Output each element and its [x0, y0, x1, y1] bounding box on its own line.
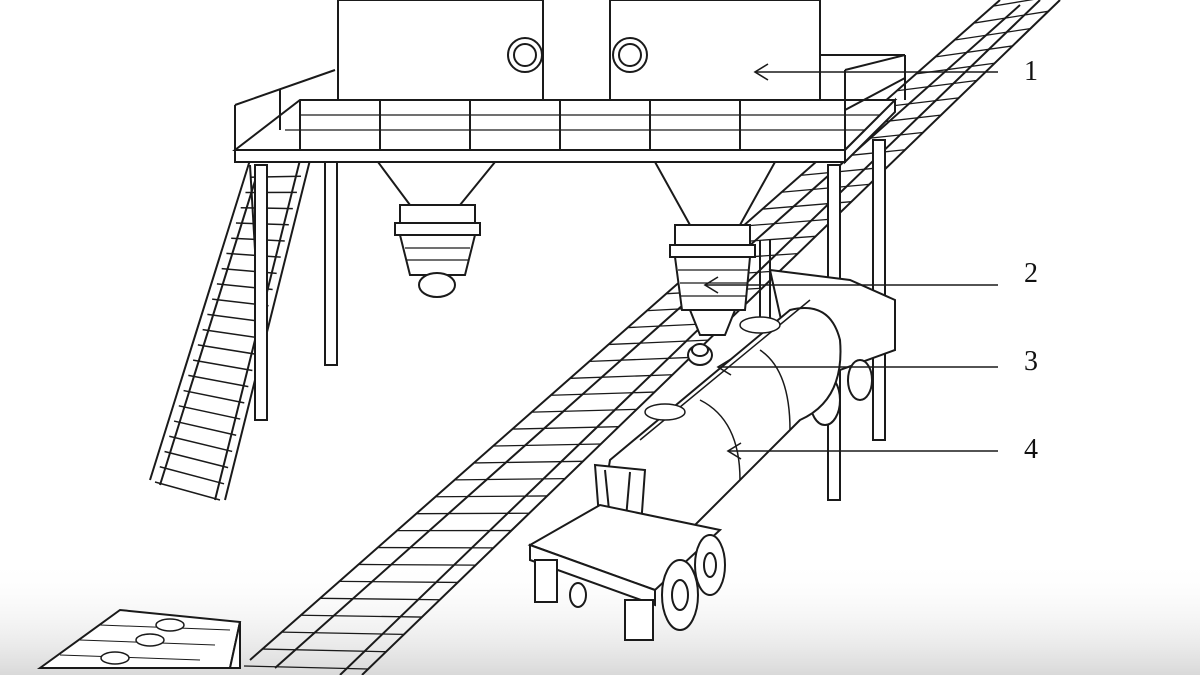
track-tie — [320, 597, 440, 601]
stair-step — [154, 481, 221, 501]
track-tie — [455, 477, 565, 481]
track-tie — [955, 27, 1031, 41]
callout-leaders — [703, 63, 998, 460]
track-tie — [551, 391, 655, 396]
track-tie — [513, 426, 619, 430]
callout-label-3: 3 — [1024, 346, 1038, 377]
callout-label-1: 1 — [1024, 56, 1038, 87]
platform-frame — [232, 54, 906, 501]
tank-trailer — [527, 268, 896, 641]
stair-steps — [154, 159, 306, 501]
track-tie — [590, 356, 691, 363]
stair-step — [221, 267, 277, 275]
rail-wagon — [36, 608, 242, 669]
stair-step — [192, 359, 253, 372]
stair-step — [197, 344, 257, 356]
track-tie — [974, 10, 1049, 24]
track-tie — [493, 443, 601, 447]
stair-step — [159, 466, 225, 485]
stair-step — [178, 405, 241, 420]
stair-step — [183, 389, 245, 404]
leader-2 — [703, 276, 998, 294]
track-tie — [936, 45, 1013, 58]
leader-3 — [716, 358, 998, 376]
idle-spout — [394, 204, 481, 298]
rail-right — [339, 0, 1041, 675]
track-tie — [340, 580, 458, 584]
track-tie — [743, 218, 834, 227]
stair-step — [188, 374, 249, 388]
stair-step — [173, 420, 237, 436]
staircase — [149, 159, 311, 501]
stair-step — [226, 252, 281, 258]
track-tie — [782, 183, 870, 193]
leader-1 — [753, 63, 998, 81]
tank-hatch — [687, 343, 713, 366]
track-tie — [474, 460, 583, 464]
track-tie — [359, 563, 476, 566]
rail-left-inner — [274, 4, 1021, 669]
track-tie — [609, 339, 709, 346]
track-tie — [436, 495, 547, 498]
track-tie — [993, 0, 1034, 7]
leader-4 — [726, 442, 998, 460]
rail-right-inner — [361, 0, 1061, 675]
stair-step — [202, 328, 261, 339]
track-tie — [532, 408, 637, 413]
callout-label-2: 2 — [1024, 258, 1038, 289]
stair-step — [169, 435, 233, 453]
railway-track — [243, 0, 1061, 675]
track-tie — [570, 374, 673, 379]
stair-step — [164, 450, 229, 469]
track-tie — [897, 79, 977, 92]
callout-label-4: 4 — [1024, 434, 1038, 465]
